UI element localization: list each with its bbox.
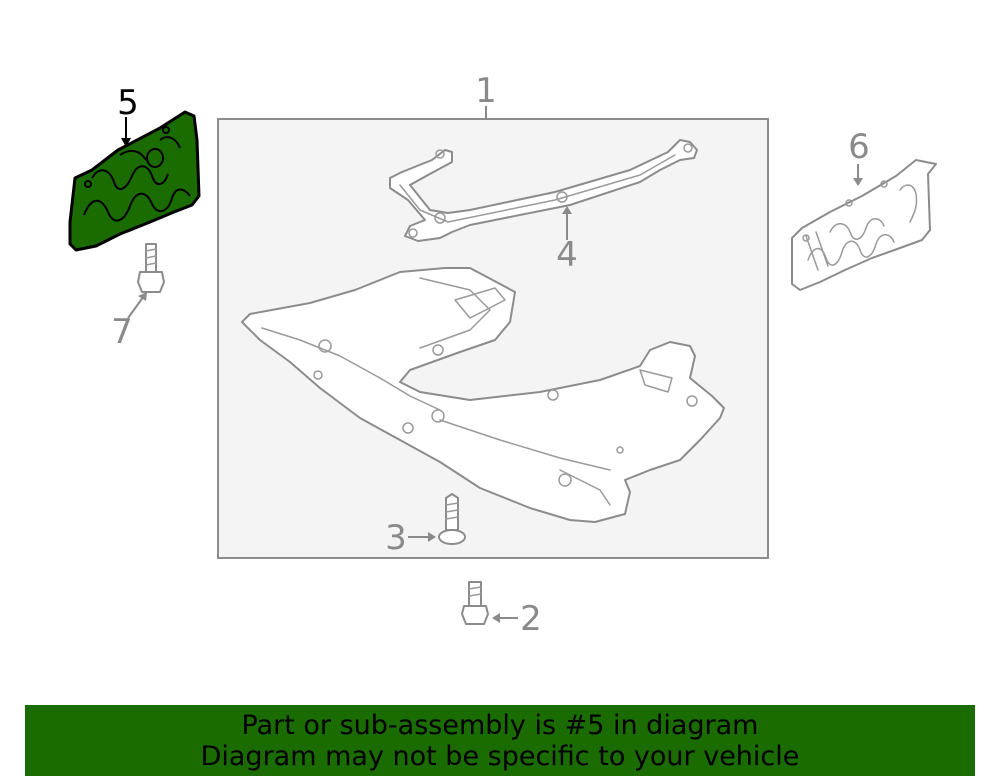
callout-3-arrowhead [428,532,436,542]
parts-diagram: 1 4 3 [68,71,937,639]
callout-3: 3 [385,518,407,558]
callout-5-arrowhead [121,138,131,147]
part-2-bolt[interactable] [461,581,489,625]
part-7-bolt[interactable] [137,243,165,293]
part-5-side-cover[interactable] [68,110,201,252]
callout-7-arrowhead [138,292,147,301]
callout-7: 7 [111,312,133,352]
part-6-side-cover[interactable] [791,159,937,291]
callout-2: 2 [520,599,542,639]
callout-5: 5 [117,83,139,123]
part-4-bracket[interactable] [389,139,698,242]
callout-4-arrowhead [562,206,572,214]
part-1-undercover[interactable] [241,267,725,523]
callout-6: 6 [848,127,870,167]
callout-7-leader [127,295,145,319]
part-3-bolt[interactable] [438,493,466,545]
footer-line-1: Part or sub-assembly is #5 in diagram [241,710,759,741]
footer-banner: Part or sub-assembly is #5 in diagram Di… [25,705,975,776]
footer-line-2: Diagram may not be specific to your vehi… [200,741,800,772]
callout-1: 1 [475,71,497,111]
callout-6-arrowhead [853,178,863,186]
callout-2-arrowhead [492,613,500,623]
callout-4: 4 [556,235,578,275]
